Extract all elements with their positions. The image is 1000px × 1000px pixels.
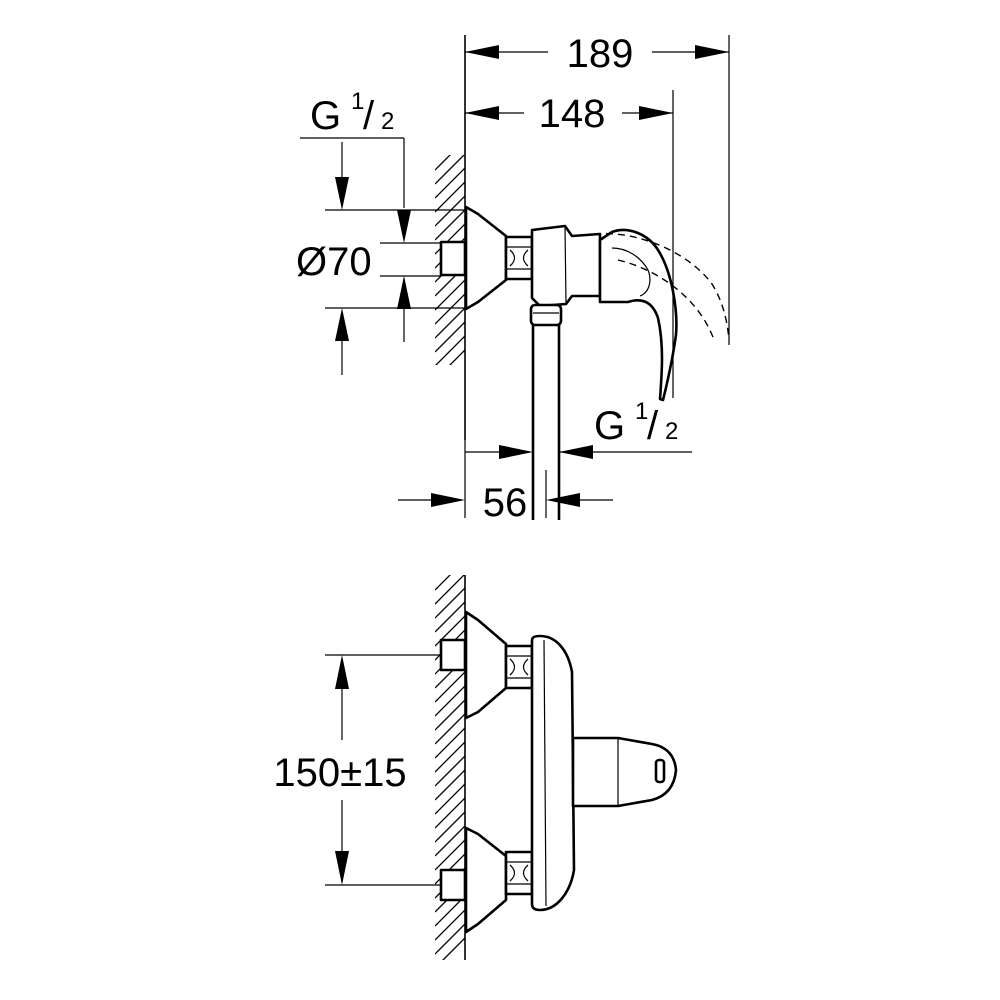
front-view: 150±15 (273, 575, 678, 960)
lever-handle-side (598, 228, 678, 402)
nut-upper (504, 644, 534, 690)
rosette-lower (464, 826, 508, 934)
handle-swing-arc (593, 232, 730, 341)
inlet-fitting-upper (439, 638, 467, 672)
outlet-thread-slash: / (647, 404, 659, 448)
outlet-thread-den: 2 (665, 418, 678, 445)
rosette-upper (464, 610, 508, 720)
nut-side (504, 235, 534, 281)
outlet-connector-side (529, 303, 563, 327)
inlet-fitting-side (439, 240, 467, 277)
inlet-thread-slash: / (363, 94, 375, 138)
dimension-diameter-70: Ø70 (296, 142, 466, 375)
dim-150-label: 150±15 (273, 751, 406, 795)
dimension-150-15: 150±15 (273, 654, 441, 886)
side-view: 189 148 G 1 / 2 (296, 32, 730, 525)
dimension-56: 56 (398, 440, 613, 525)
outlet-thread-label: G 1 / 2 (465, 398, 692, 462)
inlet-thread-num: 1 (351, 88, 364, 115)
handle-tip-slot (654, 758, 666, 784)
outlet-thread-num: 1 (635, 398, 648, 425)
dim-148-label: 148 (539, 92, 606, 136)
outlet-thread-base: G (594, 404, 625, 448)
dim-diameter-label: Ø70 (296, 240, 372, 284)
valve-body-front (530, 634, 576, 912)
inlet-thread-base: G (310, 94, 341, 138)
wall-hatching-bottom (435, 575, 465, 960)
inlet-thread-label: G 1 / 2 (300, 88, 441, 342)
inlet-fitting-lower (439, 868, 467, 902)
nut-lower (504, 850, 534, 896)
dimension-148: 148 (465, 90, 674, 398)
dim-56-label: 56 (483, 481, 528, 525)
dimension-189: 189 (465, 32, 730, 345)
inlet-thread-den: 2 (381, 108, 394, 135)
rosette-side (464, 205, 508, 311)
lever-handle-front (571, 736, 678, 808)
dim-189-label: 189 (567, 32, 634, 76)
